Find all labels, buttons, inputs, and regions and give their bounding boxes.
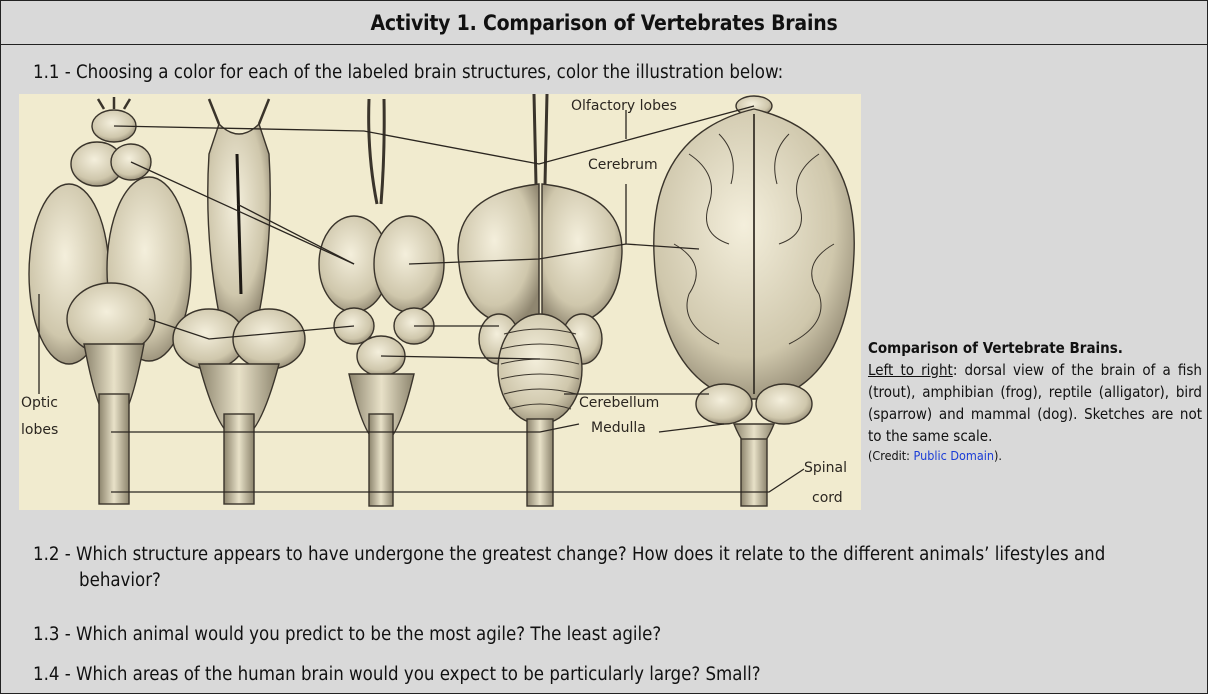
question-number: 1.3 - bbox=[33, 624, 71, 645]
label-spinal: Spinal bbox=[804, 460, 847, 476]
label-optic: Optic bbox=[21, 395, 58, 411]
question-text: Which animal would you predict to be the… bbox=[76, 624, 662, 645]
sparrow-brain bbox=[457, 93, 623, 507]
leader-lines bbox=[38, 105, 805, 493]
question-1-3: 1.3 - Which animal would you predict to … bbox=[33, 622, 661, 648]
frog-brain bbox=[172, 98, 306, 505]
question-text: Which areas of the human brain would you… bbox=[76, 664, 761, 685]
label-medulla: Medulla bbox=[591, 420, 646, 436]
caption-lead: Left to right bbox=[868, 361, 953, 379]
fish-brain bbox=[28, 97, 192, 505]
figure-caption: Comparison of Vertebrate Brains. Left to… bbox=[868, 337, 1202, 465]
question-number: 1.1 - bbox=[33, 62, 71, 83]
question-1-4: 1.4 - Which areas of the human brain wou… bbox=[33, 662, 761, 688]
question-text: Choosing a color for each of the labeled… bbox=[76, 62, 784, 83]
caption-body: Left to right: dorsal view of the brain … bbox=[868, 359, 1202, 447]
question-number: 1.2 - bbox=[33, 544, 71, 565]
label-cord: cord bbox=[812, 490, 843, 506]
label-olfactory-lobes: Olfactory lobes bbox=[571, 98, 677, 114]
label-lobes: lobes bbox=[21, 422, 58, 438]
activity-title: Activity 1. Comparison of Vertebrates Br… bbox=[1, 1, 1207, 45]
brain-illustration-svg: Olfactory lobes Cerebrum Optic lobes Cer… bbox=[21, 93, 855, 507]
credit-prefix: (Credit: bbox=[868, 448, 914, 463]
alligator-brain bbox=[318, 98, 445, 507]
question-1-2: 1.2 - Which structure appears to have un… bbox=[33, 542, 1199, 594]
dog-brain bbox=[653, 95, 855, 507]
caption-credit: (Credit: Public Domain). bbox=[868, 447, 1202, 465]
question-continuation: behavior? bbox=[79, 570, 161, 591]
label-cerebrum: Cerebrum bbox=[588, 157, 658, 173]
question-text: Which structure appears to have undergon… bbox=[76, 544, 1106, 565]
caption-text: : dorsal view of the brain of a fish (tr… bbox=[868, 361, 1202, 445]
brain-illustration: Olfactory lobes Cerebrum Optic lobes Cer… bbox=[19, 93, 861, 510]
label-cerebellum: Cerebellum bbox=[579, 395, 659, 411]
caption-title: Comparison of Vertebrate Brains. bbox=[868, 339, 1123, 357]
question-number: 1.4 - bbox=[33, 664, 71, 685]
credit-suffix: ). bbox=[994, 448, 1002, 463]
question-1-1: 1.1 - Choosing a color for each of the l… bbox=[33, 60, 783, 86]
credit-link[interactable]: Public Domain bbox=[913, 448, 995, 463]
